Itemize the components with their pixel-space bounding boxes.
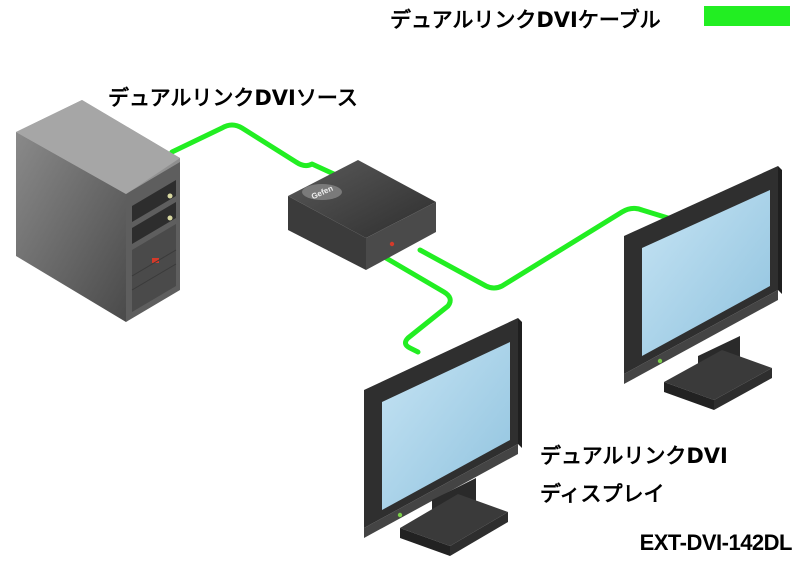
display-label-line1: デュアルリンクDVI	[540, 444, 728, 468]
model-label: EXT-DVI-142DL	[639, 530, 793, 555]
cable-splitter-to-bottom-display	[383, 255, 453, 355]
computer-tower-icon	[16, 100, 180, 322]
cable-source-to-splitter	[169, 122, 339, 178]
dvi-cables	[169, 122, 671, 355]
legend-cable-swatch	[704, 6, 790, 26]
monitor-icon	[624, 166, 782, 410]
cable-splitter-to-right-display	[417, 205, 671, 291]
monitor-icon	[364, 318, 522, 556]
splitter-box-icon	[288, 160, 436, 270]
source-label: デュアルリンクDVIソース	[108, 86, 358, 110]
legend-label: デュアルリンクDVIケーブル	[390, 8, 661, 32]
display-label-line2: ディスプレイ	[540, 482, 665, 506]
